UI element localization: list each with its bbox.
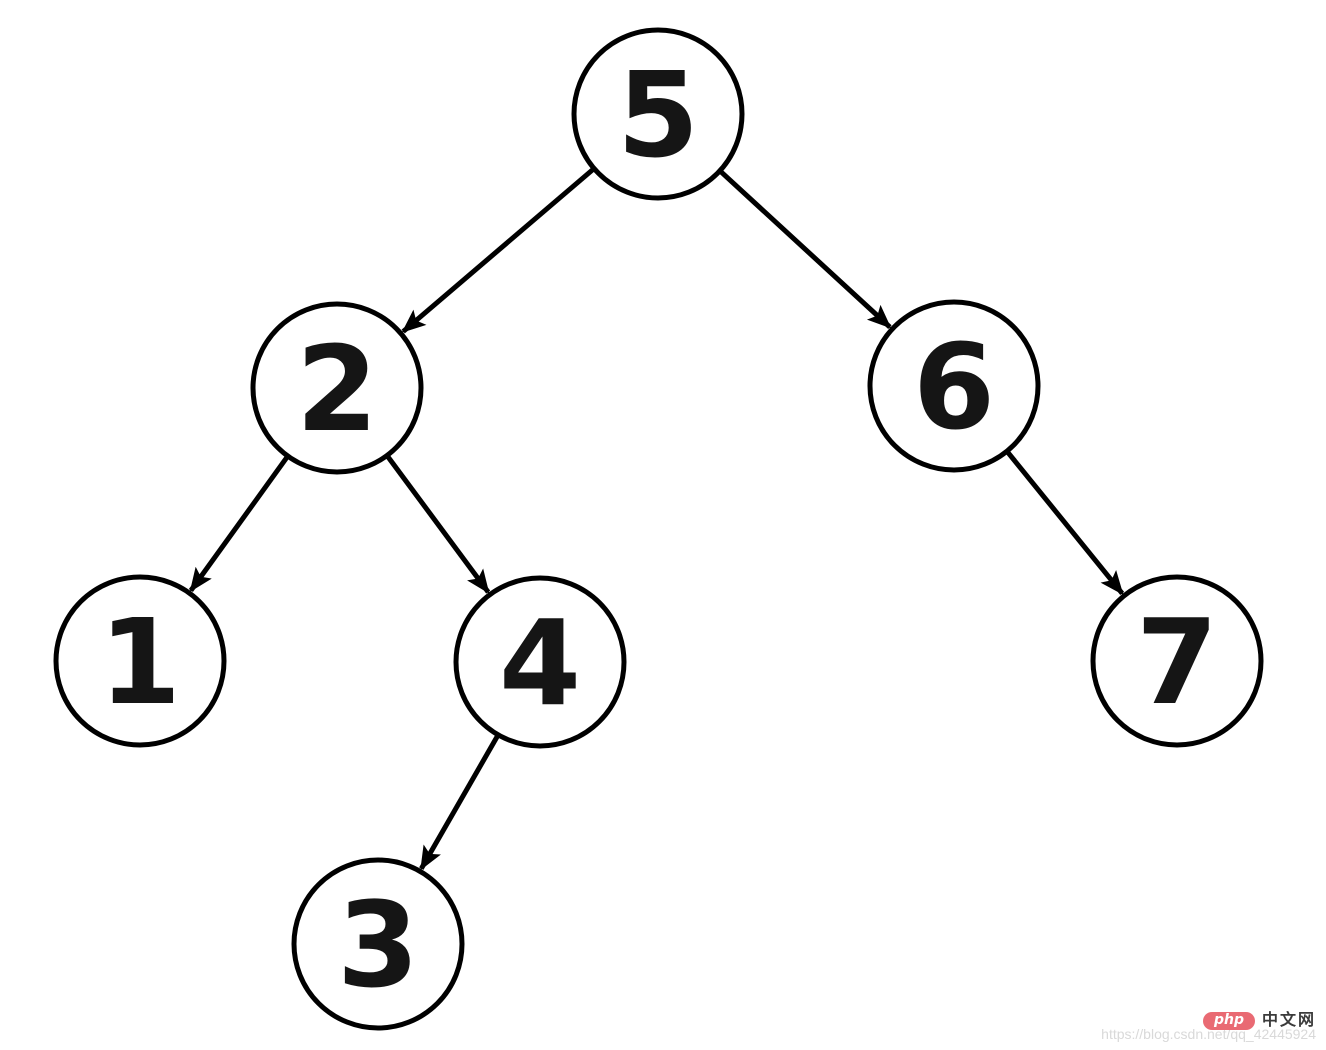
watermark-logo-row: php 中文网 [1101, 1012, 1316, 1030]
edge-5-to-2 [401, 166, 596, 334]
node-label: 4 [499, 594, 581, 732]
node-circle [867, 299, 1041, 473]
tree-node-5: 5 [571, 27, 745, 201]
tree-node-4: 4 [453, 575, 627, 749]
watermark-url: https://blog.csdn.net/qq_42445924 [1101, 1026, 1316, 1042]
node-circle [250, 301, 424, 475]
tree-node-6: 6 [867, 299, 1041, 473]
node-circle [453, 575, 627, 749]
watermark-site-name: 中文网 [1261, 1012, 1316, 1029]
edge-6-to-7 [1004, 449, 1125, 595]
tree-node-1: 1 [53, 574, 227, 748]
node-circle [53, 574, 227, 748]
node-label: 3 [337, 876, 419, 1014]
node-circle [571, 27, 745, 201]
node-circle [1090, 574, 1264, 748]
tree-node-7: 7 [1090, 574, 1264, 748]
node-label: 2 [296, 320, 378, 458]
edge-2-to-4 [384, 454, 491, 594]
watermark: php 中文网 https://blog.csdn.net/qq_4244592… [1101, 1012, 1316, 1042]
node-label: 5 [617, 46, 699, 184]
tree-node-2: 2 [250, 301, 424, 475]
node-label: 6 [913, 318, 995, 456]
tree-node-3: 3 [291, 857, 465, 1031]
node-label: 1 [99, 593, 181, 731]
node-label: 7 [1136, 593, 1218, 731]
edge-2-to-1 [188, 454, 290, 593]
php-logo-badge: php [1202, 1012, 1255, 1030]
edge-5-to-6 [718, 168, 892, 329]
node-circle [291, 857, 465, 1031]
edge-4-to-3 [419, 733, 501, 871]
